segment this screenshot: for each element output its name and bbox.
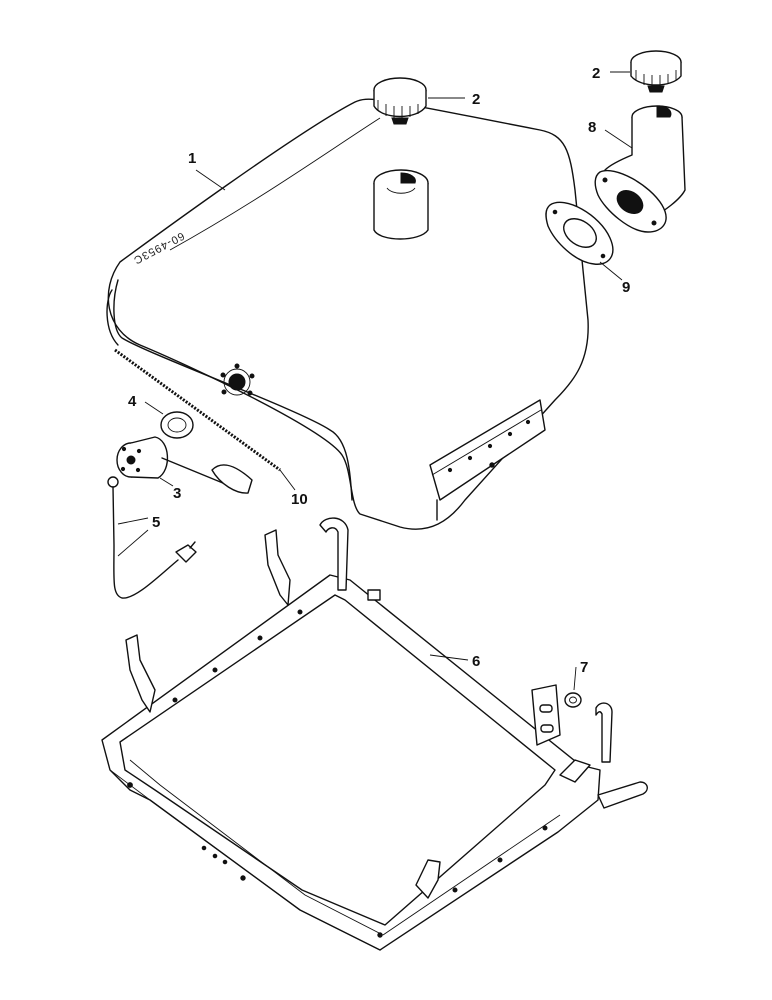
callout-washer: 7: [580, 659, 588, 676]
callout-tank: 1: [188, 150, 196, 167]
leader-tank: [195, 169, 226, 191]
wire-harness: [107, 476, 197, 599]
neck-gasket: [545, 201, 623, 281]
callout-neck-gasket: 9: [622, 279, 630, 296]
tank-frame: [101, 517, 648, 951]
washer: [564, 666, 582, 708]
filler-neck: [604, 105, 686, 221]
sender-unit: [116, 436, 253, 494]
callout-cap-top: 2: [472, 91, 480, 108]
callout-wire-harness: 5: [152, 514, 160, 531]
callout-sender-gasket: 4: [128, 393, 137, 410]
filler-cap-right: [610, 50, 682, 93]
neck-flange: [594, 169, 667, 233]
sender-gasket: [144, 401, 194, 439]
filler-cap-top: [373, 77, 465, 125]
callout-filler-neck: 8: [588, 119, 596, 136]
callout-tank-frame: 6: [472, 653, 480, 670]
callout-seal-strip: 10: [291, 491, 308, 508]
seal-strip: [114, 348, 296, 491]
callout-cap-right: 2: [592, 65, 600, 82]
callout-sender-unit: 3: [173, 485, 181, 502]
fuel-tank: [106, 98, 589, 530]
